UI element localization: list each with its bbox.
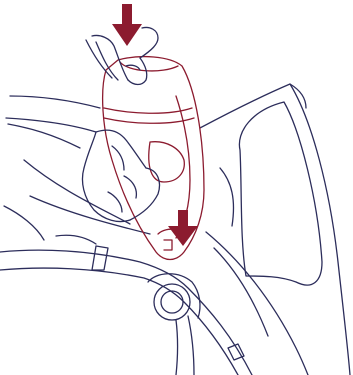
stroller-chassis — [0, 246, 252, 375]
seat-frame — [200, 84, 350, 375]
fabric-panel — [4, 96, 150, 244]
arrows-group — [112, 4, 198, 246]
hand-side — [6, 118, 160, 222]
arrow-down-icon — [112, 4, 142, 46]
